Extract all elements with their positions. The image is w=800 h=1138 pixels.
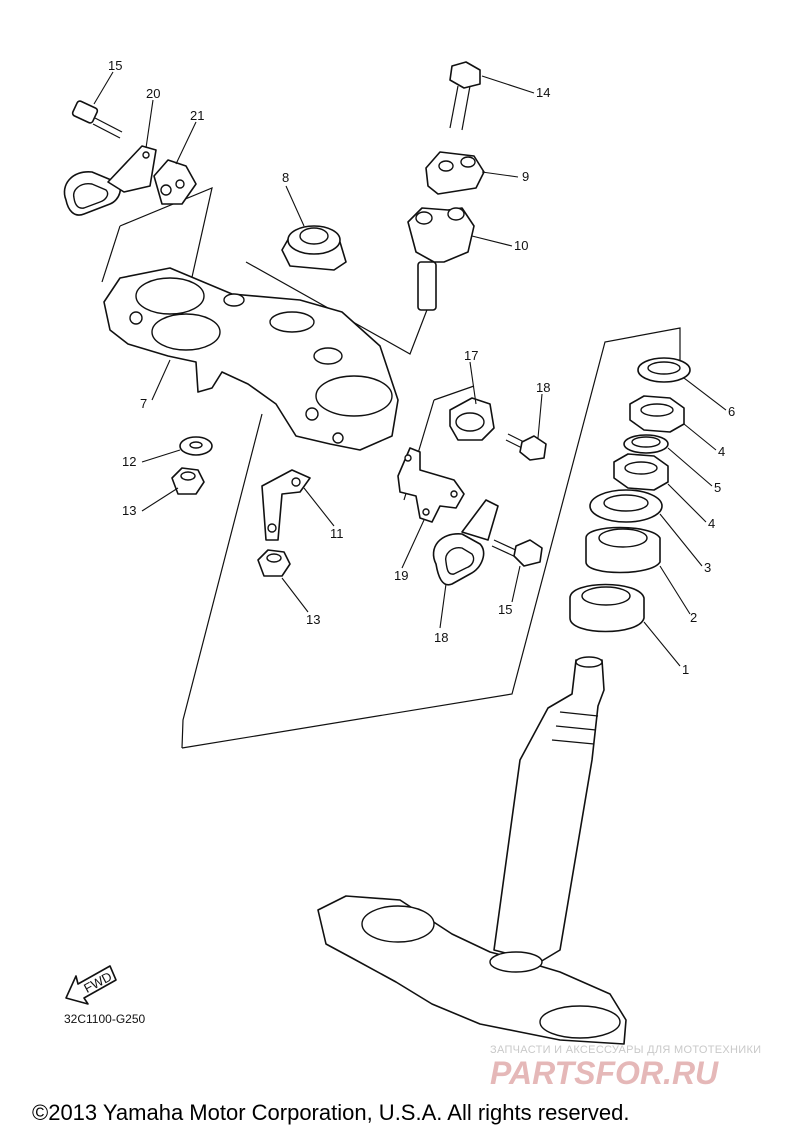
- holder-16: [449, 397, 495, 441]
- callout-7: 7: [140, 396, 147, 411]
- handlebar-holder-10: [407, 207, 475, 311]
- nut-13-upper: [171, 467, 205, 495]
- assembly-lines: [101, 187, 681, 749]
- bolt-15-top: [71, 100, 123, 139]
- cable-guide-19: [63, 145, 157, 216]
- callout-6: 6: [728, 404, 735, 419]
- leader-lines: [93, 71, 727, 667]
- callout-8: 8: [282, 170, 289, 185]
- bolt-17: [505, 433, 547, 461]
- callout-5: 5: [714, 480, 721, 495]
- watermark-brand: PARTSFOR.RU: [490, 1056, 719, 1090]
- callout-20: 19: [394, 568, 408, 583]
- drawing-code: 32C1100-G250: [64, 1012, 146, 1026]
- fwd-arrow-icon: FWD: [65, 965, 117, 1005]
- cap-8: [281, 225, 347, 271]
- callout-4-upper: 4: [718, 444, 725, 459]
- bearing-2: [585, 526, 661, 574]
- callout-1: 1: [682, 662, 689, 677]
- bearing-1: [569, 583, 645, 633]
- washer-5: [623, 434, 669, 454]
- callout-4-lower: 4: [708, 516, 715, 531]
- callout-14: 14: [536, 85, 550, 100]
- callout-18: 18: [434, 630, 448, 645]
- fwd-label: FWD: [81, 969, 114, 996]
- washer-12: [179, 436, 213, 456]
- ring-nut-4-upper: [629, 395, 685, 433]
- copyright-notice: ©2013 Yamaha Motor Corporation, U.S.A. A…: [32, 1100, 630, 1125]
- callout-17: 18: [536, 380, 550, 395]
- callout-15-top: 15: [108, 58, 122, 73]
- callout-13-lower: 13: [306, 612, 320, 627]
- under-bracket: [317, 895, 627, 1045]
- seal-3: [589, 489, 663, 523]
- callouts: 15 20 21 8 14 9 10 7 17 18 12 13 11 13 1…: [108, 58, 735, 677]
- callout-15-right: 15: [498, 602, 512, 617]
- callout-11: 11: [330, 526, 344, 541]
- bolt-15-right: [491, 539, 543, 567]
- callout-2: 2: [690, 610, 697, 625]
- callout-3: 3: [704, 560, 711, 575]
- callout-9: 9: [522, 169, 529, 184]
- callout-21: 21: [190, 108, 204, 123]
- watermark-logo: PARTSFOR.RU: [490, 1056, 719, 1090]
- callout-12: 12: [122, 454, 136, 469]
- ring-6: [637, 357, 691, 383]
- callout-19: 20: [146, 86, 160, 101]
- watermark-subtitle: ЗАПЧАСТИ И АКСЕССУАРЫ ДЛЯ МОТОТЕХНИКИ: [490, 1044, 762, 1056]
- stay-11: [261, 469, 311, 541]
- bracket-20: [397, 447, 465, 523]
- clip-21: [153, 159, 197, 205]
- steering-stem: [493, 656, 605, 963]
- ring-nut-4-lower: [613, 453, 669, 491]
- callout-16: 17: [464, 348, 478, 363]
- bolt-14: [449, 61, 481, 131]
- callout-10: 10: [514, 238, 528, 253]
- cable-guide-18: [432, 499, 499, 586]
- upper-bracket-7: [103, 267, 399, 451]
- callout-13-upper: 13: [122, 503, 136, 518]
- nut-13-lower: [257, 549, 291, 577]
- holder-cap-9: [425, 151, 485, 195]
